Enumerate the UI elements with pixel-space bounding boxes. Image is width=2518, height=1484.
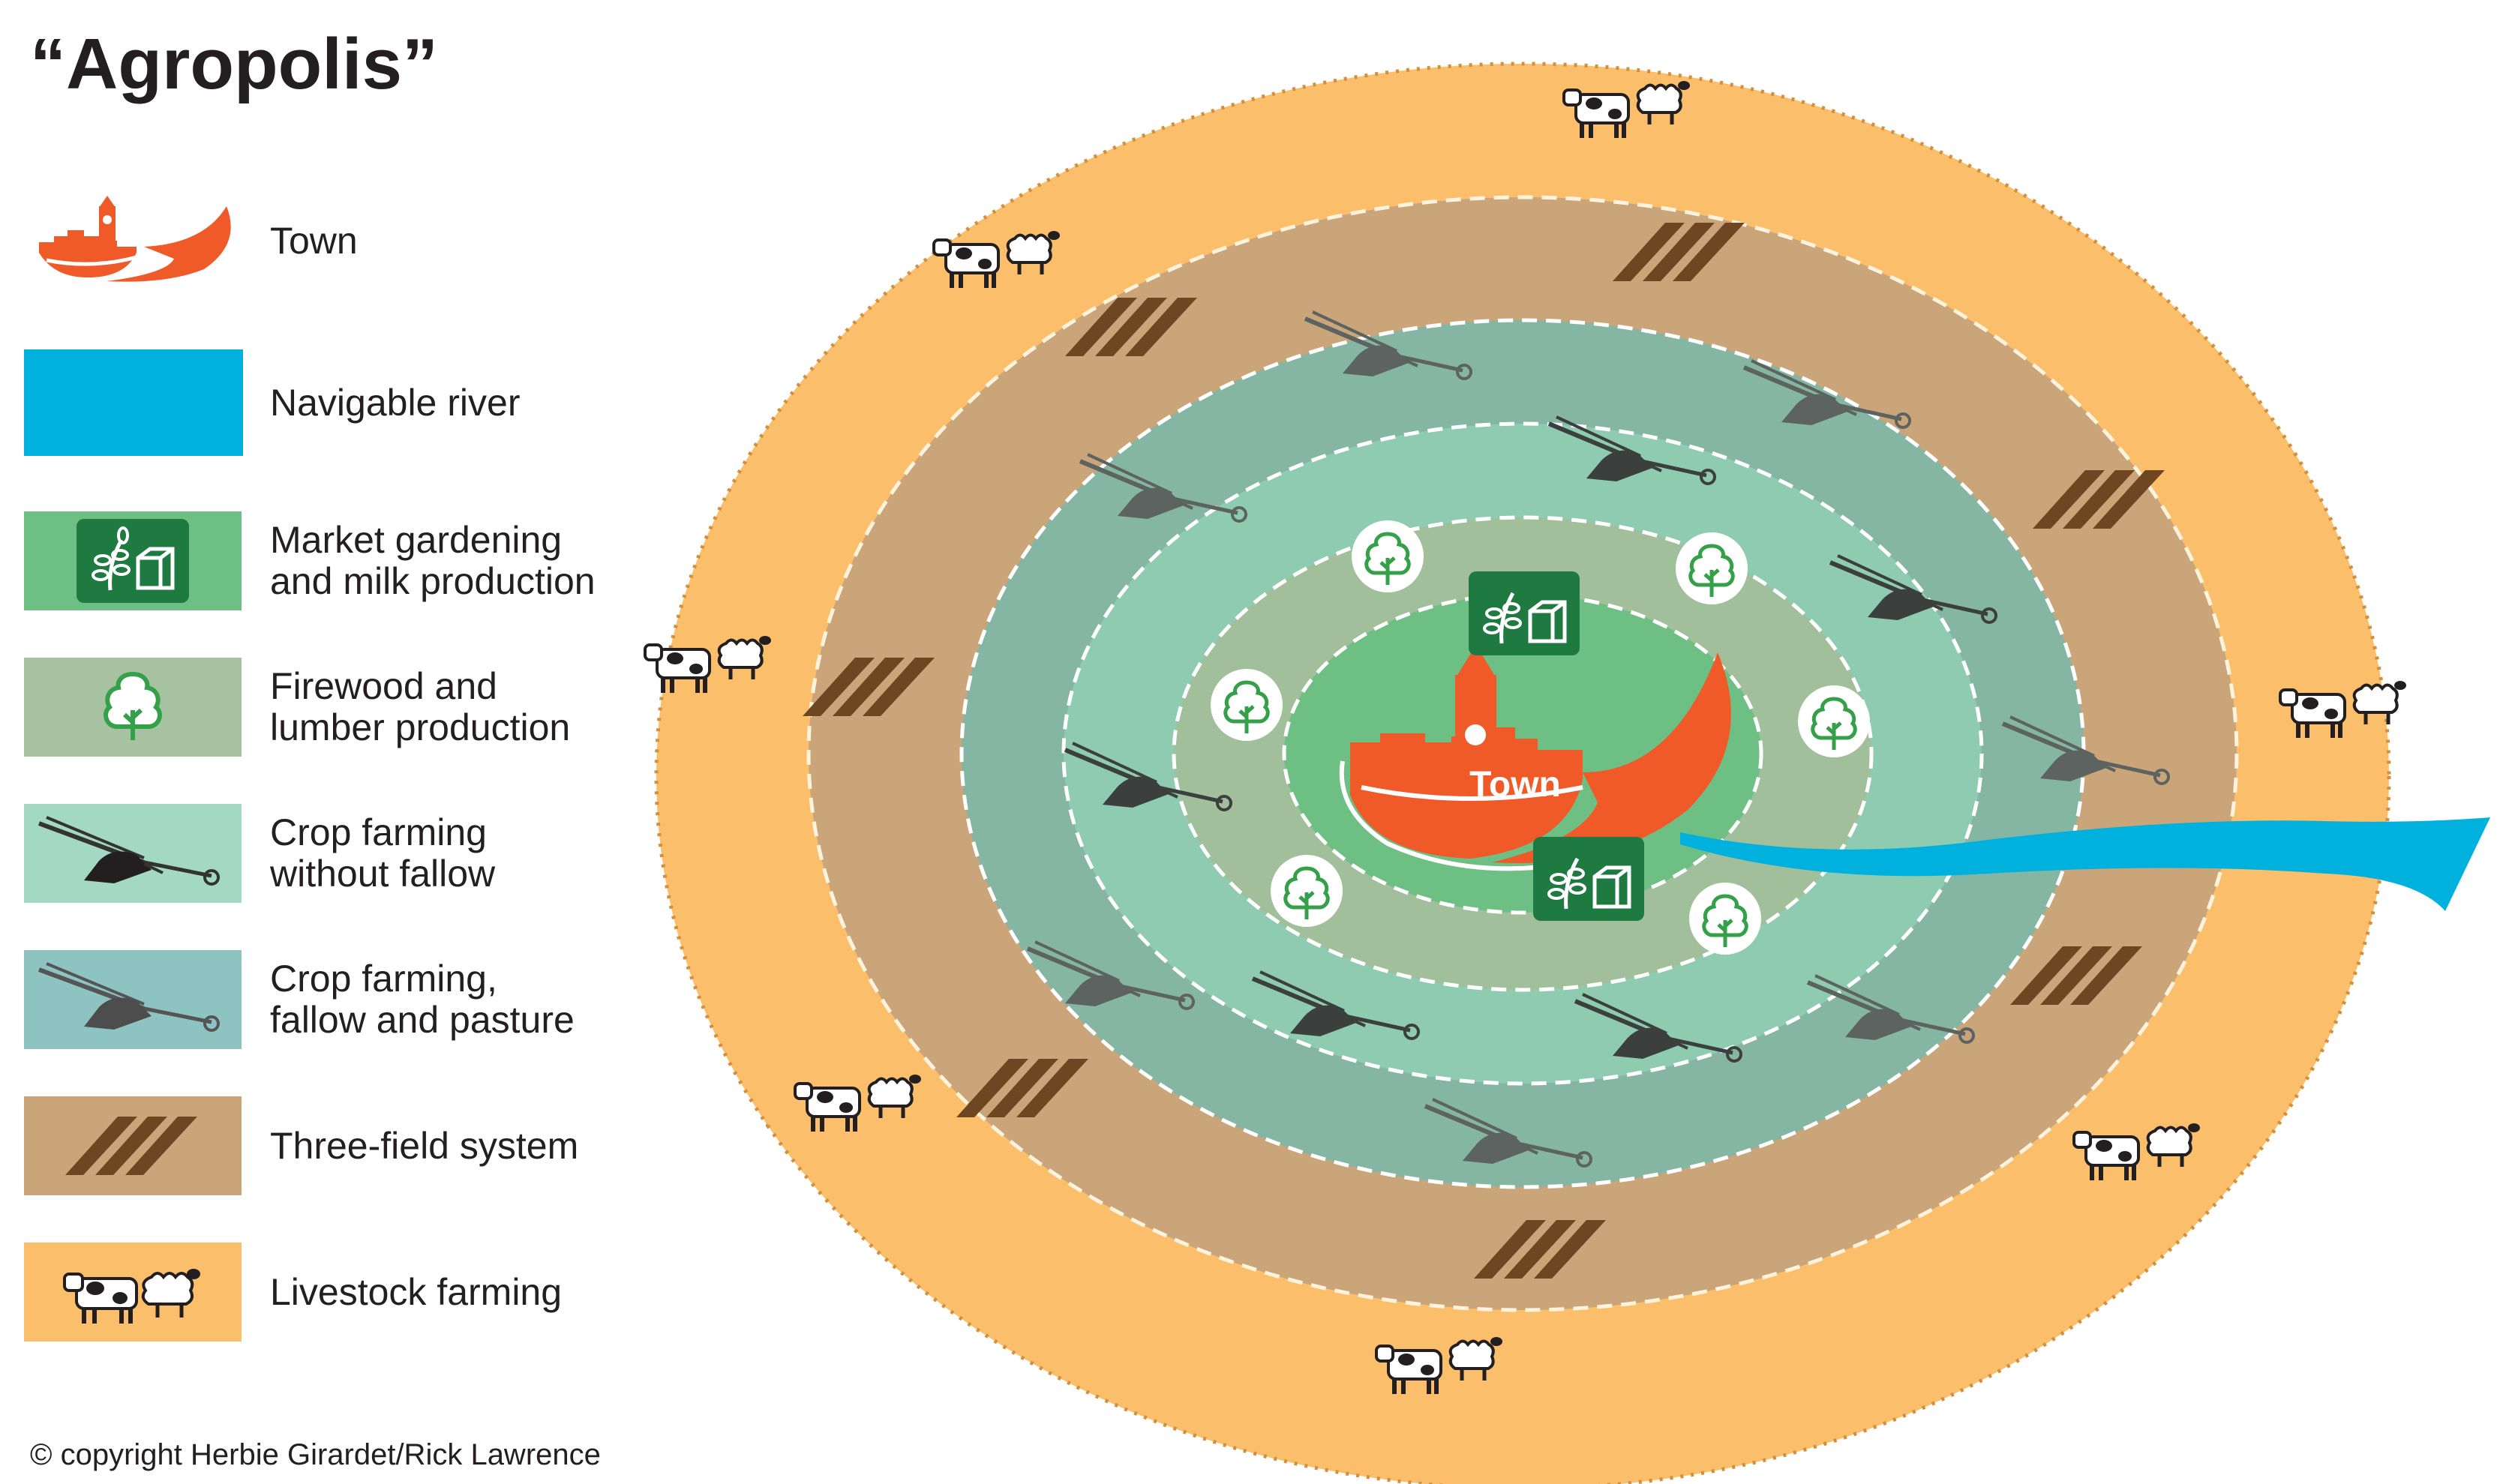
ring-firewood-border <box>1172 515 1874 992</box>
cow-sheep-icon <box>63 1269 200 1324</box>
tree-icon <box>1271 855 1343 927</box>
town-swatch <box>24 191 242 290</box>
ring-three-field-border <box>806 195 2239 1312</box>
town-label: Town <box>1469 765 1561 805</box>
legend-label-threefield: Three-field system <box>270 1124 579 1167</box>
legend-item-crop: Crop farming without fallow <box>24 804 624 909</box>
tree-icon <box>1352 520 1424 592</box>
tree-icon <box>1689 883 1761 955</box>
market-badge-icon <box>77 519 189 603</box>
legend-label-livestock: Livestock farming <box>270 1270 563 1313</box>
tree-icon <box>1676 532 1748 604</box>
pasture-swatch <box>24 950 242 1049</box>
tree-icon <box>104 671 162 740</box>
market-swatch <box>24 511 242 610</box>
plough-icon <box>38 816 220 886</box>
legend-label-pasture: Crop farming, fallow and pasture <box>270 958 575 1041</box>
ring-crop-border <box>1061 421 1984 1086</box>
river-swatch <box>24 349 243 456</box>
legend-item-pasture: Crop farming, fallow and pasture <box>24 950 624 1055</box>
crop-swatch <box>24 804 242 903</box>
legend-item-firewood: Firewood and lumber production <box>24 658 624 763</box>
legend-item-town: Town <box>24 191 624 296</box>
navigable-river <box>1680 817 2490 911</box>
plough-icon <box>38 962 220 1032</box>
copyright-text: © copyright Herbie Girardet/Rick Lawrenc… <box>30 1438 601 1471</box>
legend-label-market: Market gardening and milk production <box>270 519 596 602</box>
field-furrows-icon <box>65 1117 197 1175</box>
legend-item-river: Navigable river <box>24 349 624 456</box>
legend-label-firewood: Firewood and lumber production <box>270 665 571 748</box>
page-title: “Agropolis” <box>30 24 438 104</box>
legend-label-crop: Crop farming without fallow <box>270 811 496 895</box>
market-badge-icon <box>1533 837 1644 921</box>
livestock-swatch <box>24 1243 242 1342</box>
market-badge-icon <box>1469 571 1580 655</box>
threefield-swatch <box>24 1096 242 1195</box>
ring-livestock-border <box>654 61 2391 1484</box>
town-icon <box>1339 645 1731 871</box>
firewood-swatch <box>24 658 242 757</box>
legend-item-threefield: Three-field system <box>24 1096 624 1201</box>
town-icon <box>39 196 231 282</box>
legend-item-market: Market gardening and milk production <box>24 511 624 616</box>
tree-icon <box>1211 669 1283 741</box>
tree-icon <box>1798 685 1870 757</box>
legend-label-river: Navigable river <box>270 381 521 424</box>
legend-label-town: Town <box>270 219 358 262</box>
legend-item-livestock: Livestock farming <box>24 1243 624 1348</box>
